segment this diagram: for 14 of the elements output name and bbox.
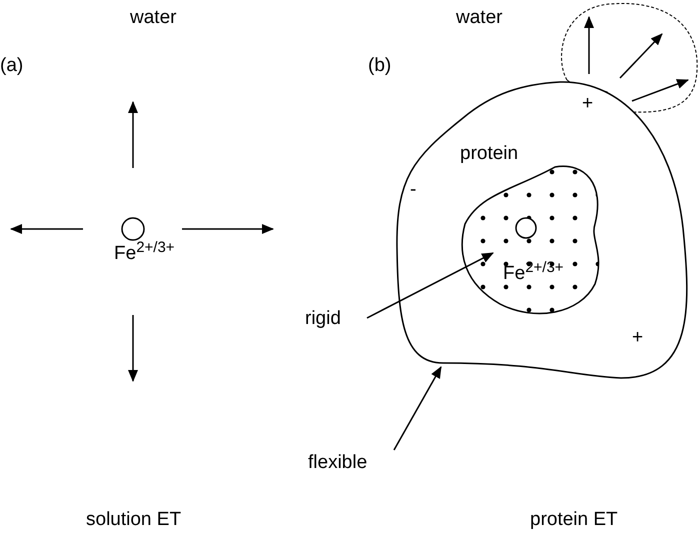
text-label: rigid — [305, 308, 365, 334]
caption-text: solution ET — [86, 510, 182, 529]
charge-sign: + — [632, 328, 644, 347]
caption-text: protein ET — [530, 510, 618, 529]
panel-label: (b) — [368, 56, 392, 75]
text-label: flexible — [308, 452, 392, 478]
text-label: water — [130, 8, 176, 27]
charge-sign: + — [582, 94, 594, 113]
leader-arrow — [366, 252, 494, 319]
region-label: protein — [460, 144, 518, 163]
leader-arrow — [393, 366, 442, 450]
charge-sign: - — [410, 180, 416, 199]
text-label: water — [456, 8, 502, 27]
panel-label: (a) — [0, 56, 24, 75]
